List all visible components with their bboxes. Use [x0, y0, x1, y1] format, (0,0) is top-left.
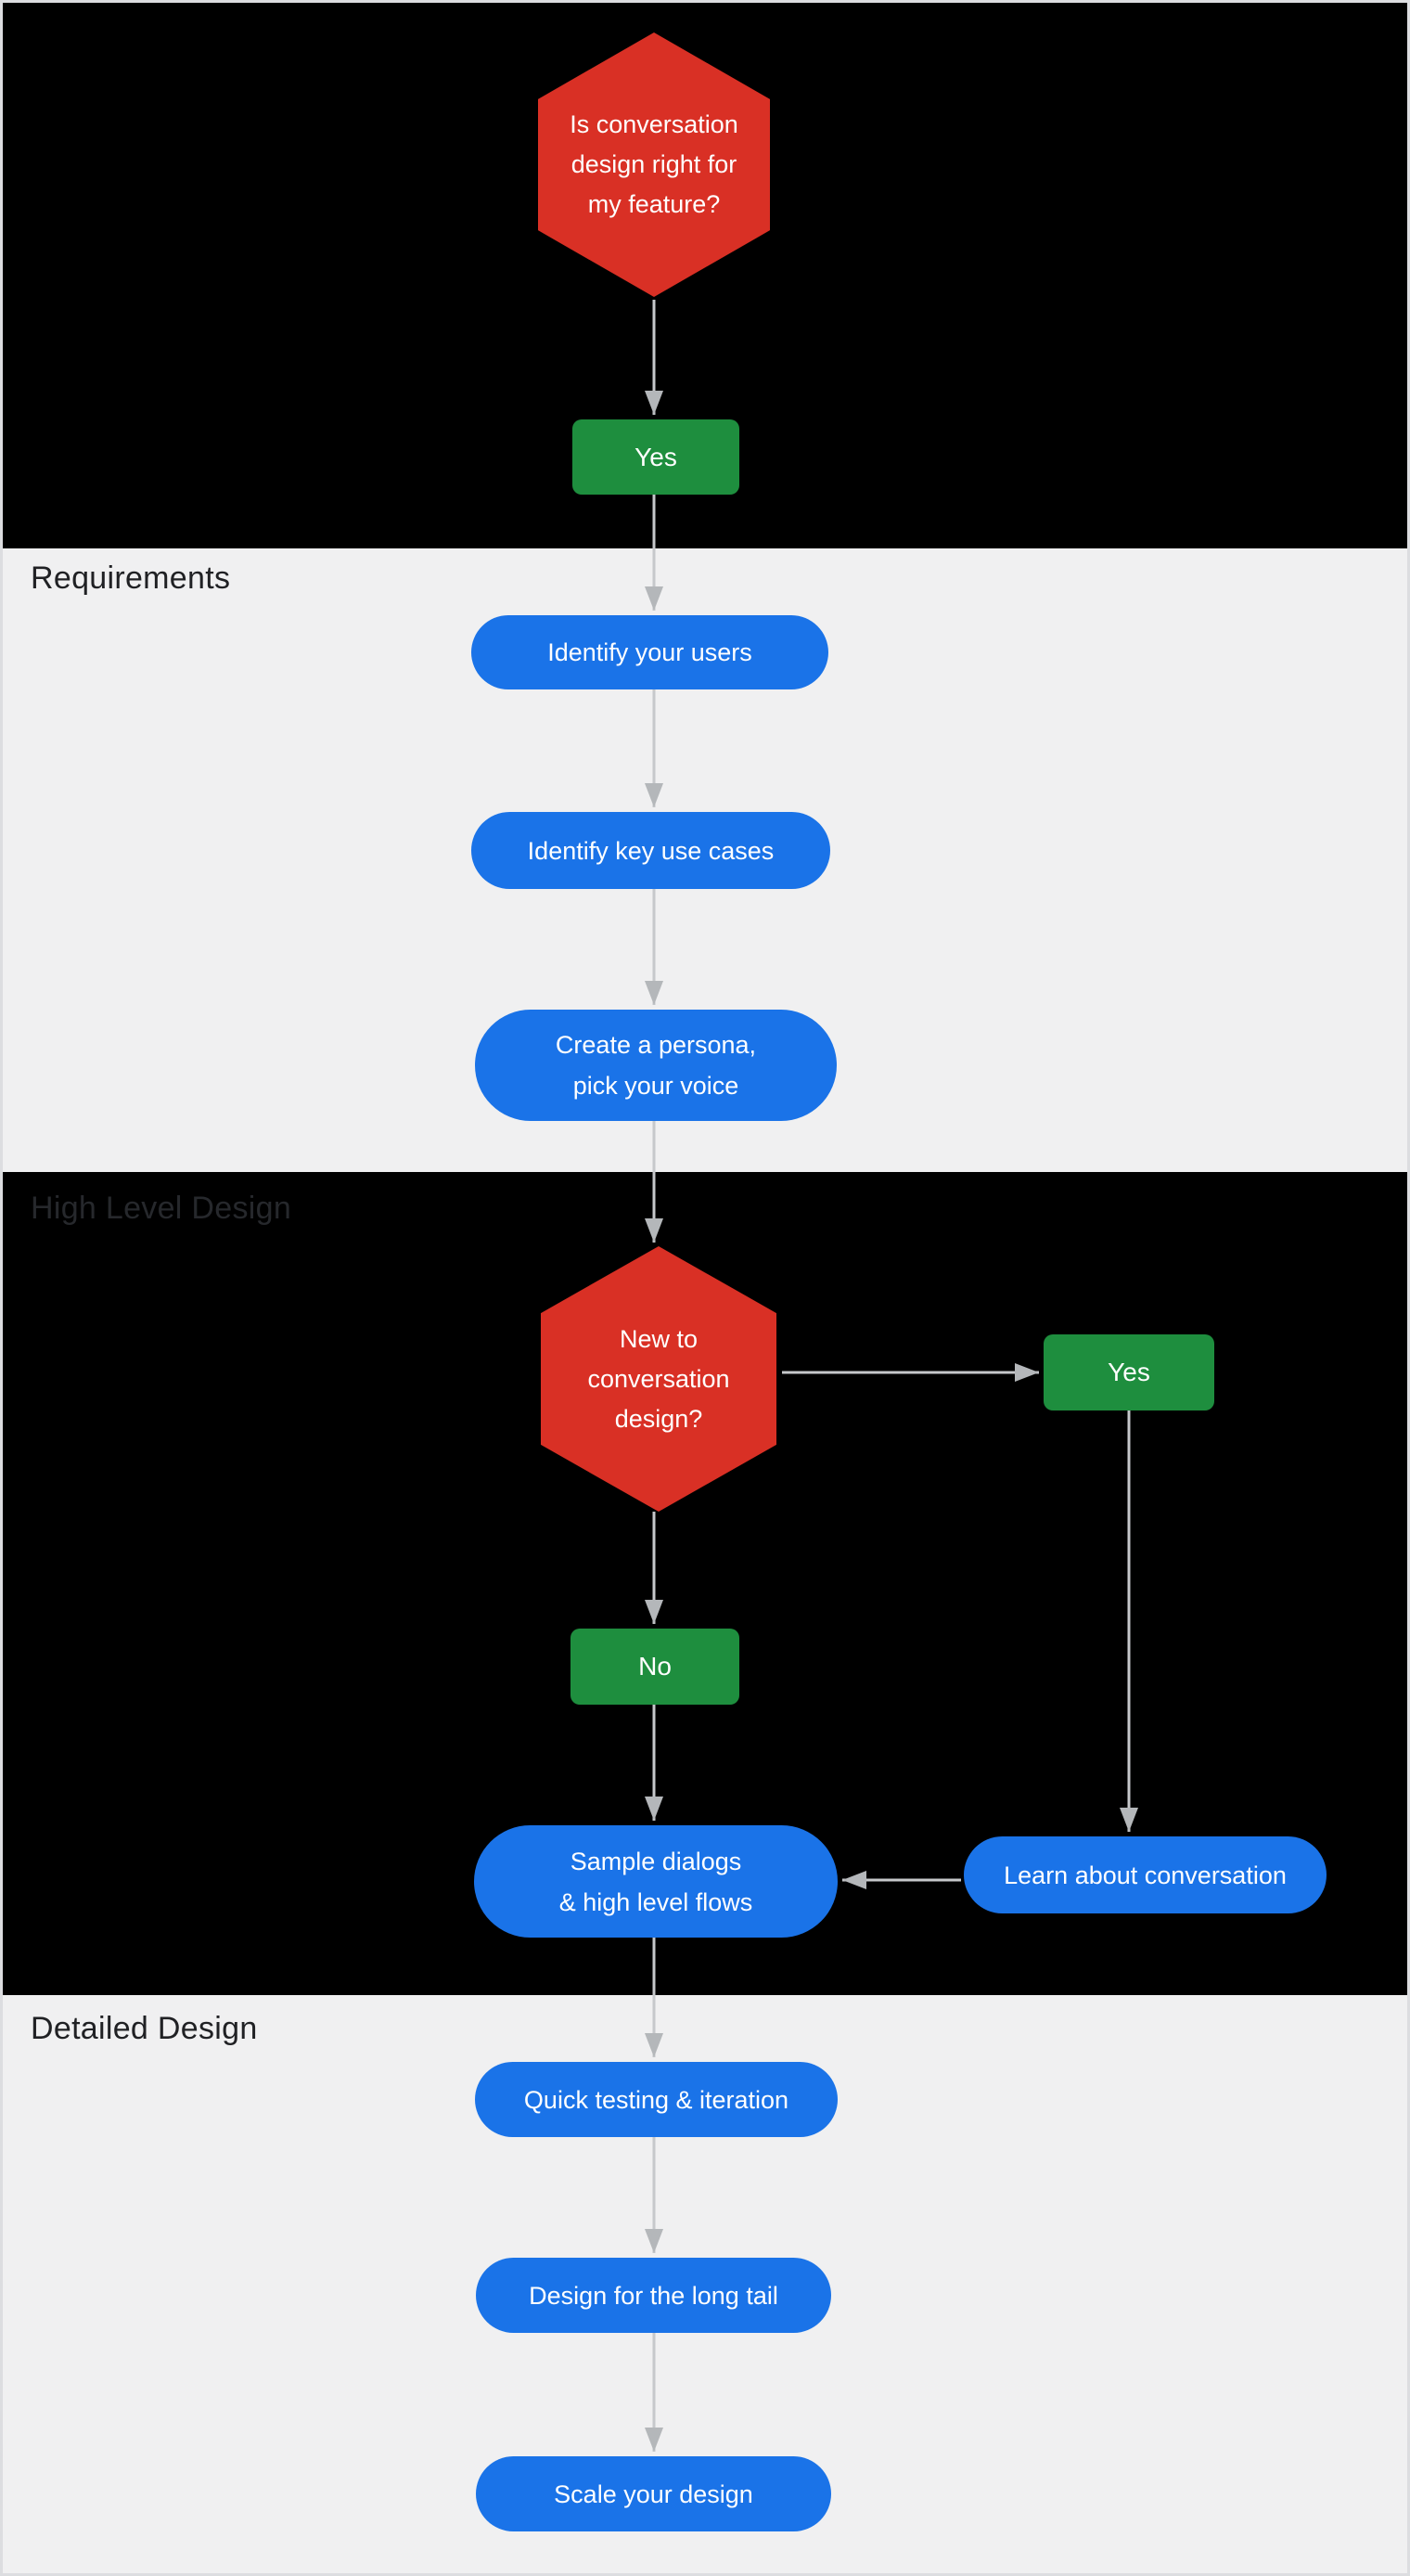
- decision-text-line: Is conversation: [570, 110, 738, 138]
- step-label: Learn about conversation: [1004, 1861, 1287, 1889]
- step-label: Scale your design: [554, 2479, 753, 2508]
- answer-label: No: [638, 1652, 672, 1681]
- step-text-line: Sample dialogs: [570, 1847, 742, 1875]
- answer-yes-2: Yes: [1044, 1334, 1214, 1410]
- section-label-detailed-design: Detailed Design: [31, 2011, 258, 2046]
- decision-text-line: conversation: [587, 1364, 730, 1393]
- step-design-for-long-tail: Design for the long tail: [476, 2258, 831, 2333]
- step-label: Identify your users: [547, 638, 752, 666]
- answer-no: No: [570, 1629, 739, 1705]
- step-label: Identify key use cases: [527, 836, 775, 865]
- answer-label: Yes: [1108, 1358, 1150, 1386]
- step-label: Design for the long tail: [529, 2281, 778, 2310]
- answer-yes-1: Yes: [572, 419, 739, 495]
- step-scale-your-design: Scale your design: [476, 2456, 831, 2531]
- step-identify-key-use-cases: Identify key use cases: [471, 812, 830, 889]
- step-text-line: pick your voice: [572, 1072, 739, 1100]
- step-identify-your-users: Identify your users: [471, 615, 828, 689]
- decision-text-line: design?: [614, 1404, 703, 1433]
- section-label-high-level-design: High Level Design: [31, 1191, 292, 1226]
- decision-text-line: design right for: [570, 150, 737, 178]
- step-label: Quick testing & iteration: [523, 2085, 789, 2114]
- decision-text-line: New to: [619, 1324, 699, 1353]
- step-text-line: & high level flows: [558, 1887, 753, 1916]
- step-learn-about-conversation: Learn about conversation: [964, 1836, 1327, 1913]
- answer-label: Yes: [634, 442, 677, 471]
- step-quick-testing-iteration: Quick testing & iteration: [475, 2062, 838, 2137]
- section-label-requirements: Requirements: [31, 560, 231, 596]
- decision-text-line: my feature?: [587, 190, 721, 218]
- step-create-persona-pick-voice: Create a persona, pick your voice: [475, 1010, 837, 1121]
- step-sample-dialogs-high-level-flows: Sample dialogs & high level flows: [474, 1825, 838, 1938]
- step-text-line: Create a persona,: [555, 1031, 757, 1059]
